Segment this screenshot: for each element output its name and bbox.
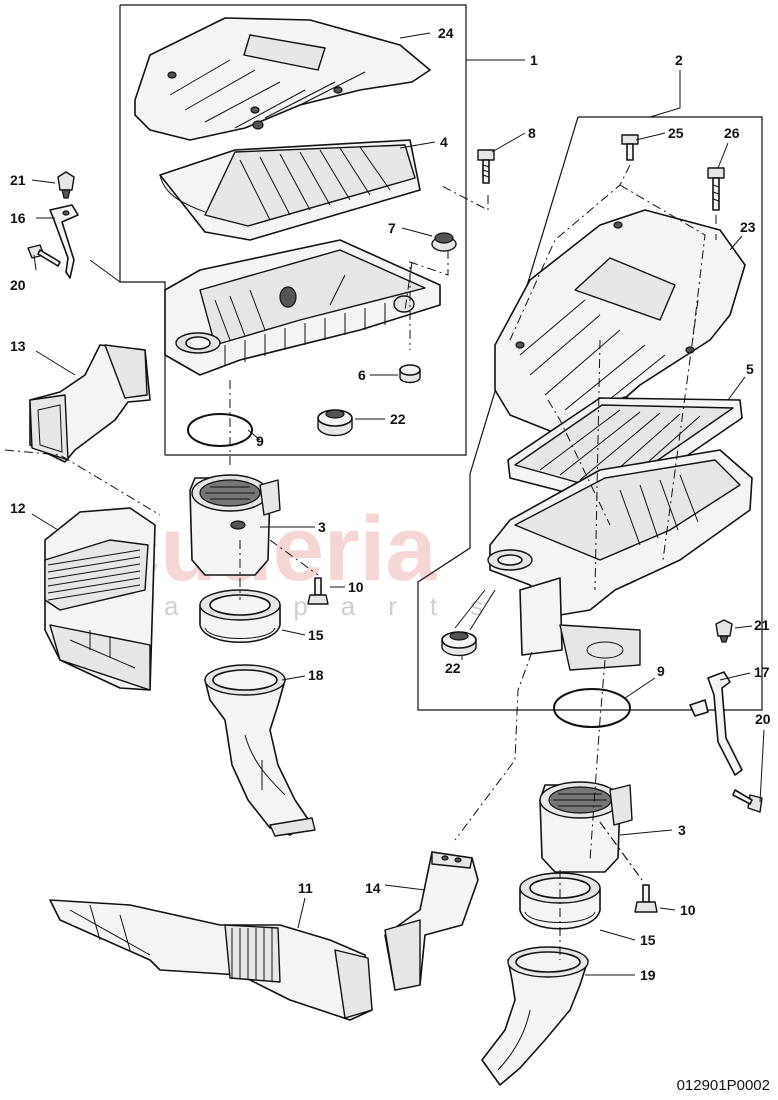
callout-8: 8 [528,125,536,141]
callout-7: 7 [388,220,396,236]
callout-25: 25 [668,125,684,141]
part-22-grommet-upper [317,409,353,437]
part-20-bolt-upper [27,244,61,267]
part-3-maf-sensor-lower [539,781,633,873]
callout-12: 12 [10,500,26,516]
part-12-inlet-duct [44,507,156,691]
callout-19: 19 [640,967,656,983]
part-2-lower-airbox-right [487,449,753,671]
part-24-airbox-cover [134,17,431,141]
group-2-frame [417,116,763,711]
callout-3-lower: 3 [678,822,686,838]
part-17-bracket [689,671,743,776]
part-26-screw [707,167,725,211]
callout-21-lower: 21 [754,617,770,633]
part-6-grommet [399,364,421,384]
part-15-hose-clamp-lower [519,872,601,930]
callout-16: 16 [10,210,26,226]
callout-9-upper: 9 [256,433,264,449]
part-23-airbox-cover-right [494,209,746,436]
part-10-bolt-lower [634,884,658,913]
callout-26: 26 [724,125,740,141]
part-4-filter-element [159,139,421,241]
callout-15-upper: 15 [308,627,324,643]
part-21-sensor-upper [57,171,75,199]
part-14-air-duct [384,851,479,991]
callout-20-lower: 20 [755,711,771,727]
part-19-intake-hose [481,946,589,1086]
callout-24: 24 [438,25,454,41]
part-13-air-duct [29,344,151,463]
callout-4: 4 [440,134,448,150]
part-7-grommet [431,232,457,252]
watermark-sub: car parts [118,591,516,621]
callout-13: 13 [10,338,26,354]
part-21-sensor-lower [715,619,733,643]
callout-11: 11 [298,880,313,896]
callout-6: 6 [358,367,366,383]
callout-2: 2 [675,52,683,68]
callout-3-upper: 3 [318,519,326,535]
part-22-grommet-lower [441,631,477,657]
part-8-bolt [477,149,495,184]
callout-20-upper: 20 [10,277,26,293]
callout-18: 18 [308,667,324,683]
callout-17: 17 [754,664,770,680]
callout-14: 14 [365,880,381,896]
part-16-bracket [49,204,79,279]
callout-22-lower: 22 [445,660,461,676]
callout-10-upper: 10 [348,579,364,595]
part-18-intake-hose [204,664,316,837]
callout-10-lower: 10 [680,902,696,918]
part-9-seal-upper [187,413,253,447]
callout-9-lower: 9 [657,663,665,679]
part-9-seal-lower [553,688,631,728]
part-25-screw [621,134,639,161]
part-15-hose-clamp-upper [199,589,281,643]
part-20-bolt-lower [732,789,763,813]
part-3-maf-sensor-upper [189,474,281,576]
leader-lines [31,32,765,976]
callout-23: 23 [740,219,756,235]
callout-5: 5 [746,361,754,377]
callout-22-upper: 22 [390,411,406,427]
part-10-bolt-upper [307,577,329,605]
callouts: 1 2 24 4 8 25 26 21 16 20 7 23 13 6 5 22… [10,25,771,983]
callout-21-upper: 21 [10,172,26,188]
callout-15-lower: 15 [640,932,656,948]
part-1-lower-airbox [164,239,441,376]
diagram-code: 012901P0002 [676,1077,770,1094]
part-11-inlet-duct [49,899,373,1021]
callout-1: 1 [530,52,538,68]
